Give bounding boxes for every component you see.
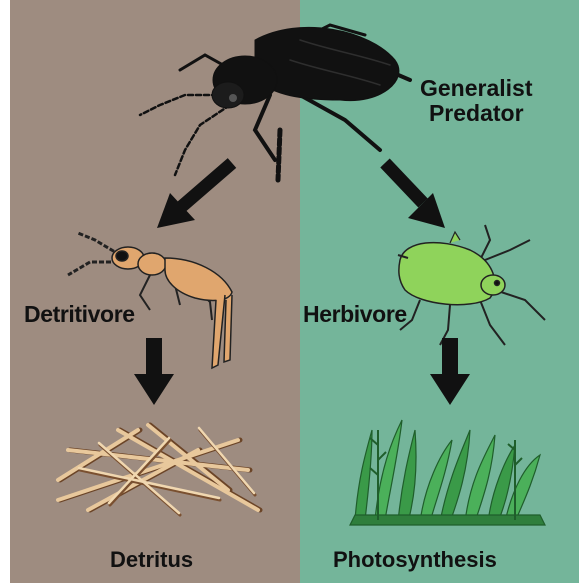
photosynthesis-label: Photosynthesis — [333, 548, 497, 572]
generalist-label-line1: Generalist — [420, 76, 533, 101]
herbivore-label: Herbivore — [303, 302, 407, 327]
generalist-label-line2: Predator — [420, 101, 533, 126]
detritus-label: Detritus — [110, 548, 193, 572]
generalist-predator-label: Generalist Predator — [420, 76, 533, 126]
detritivore-label: Detritivore — [24, 302, 135, 327]
